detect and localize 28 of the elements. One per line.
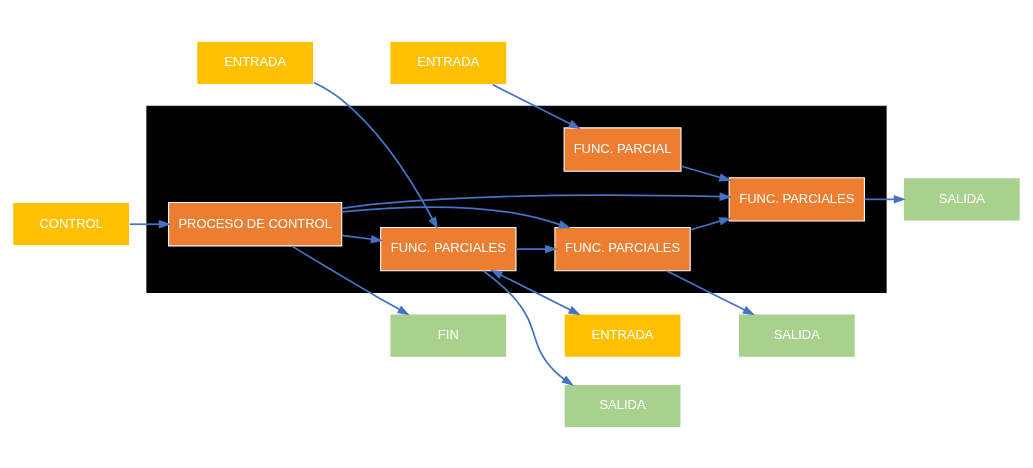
arrow [491, 83, 581, 129]
node-box: SALIDA [737, 313, 856, 358]
node-box: SALIDA [563, 383, 682, 428]
arrow [291, 244, 410, 315]
node-box: FUNC. PARCIALES [728, 176, 865, 221]
arrow [863, 194, 906, 204]
node-box: FIN [389, 313, 508, 358]
arrow [490, 269, 581, 315]
arrow [680, 164, 732, 181]
node-box: FUNC. PARCIALES [554, 226, 691, 271]
arrow [482, 269, 574, 386]
cluster [146, 105, 887, 293]
arrow [313, 81, 438, 229]
node-box: PROCESO DE CONTROL [168, 201, 343, 246]
arrow [128, 219, 171, 228]
arrow [666, 269, 755, 315]
arrow [341, 191, 732, 209]
node-box: CONTROL [12, 201, 131, 246]
node-box: ENTRADA [389, 40, 508, 85]
node-box: ENTRADA [563, 313, 682, 358]
arrow [341, 234, 383, 243]
node-box: FUNC. PARCIAL [563, 126, 682, 172]
arrow [515, 244, 558, 253]
node-box: ENTRADA [196, 40, 315, 85]
node-box: SALIDA [902, 176, 1021, 221]
arrow [689, 216, 732, 231]
arrow [341, 205, 571, 228]
node-box: FUNC. PARCIALES [380, 226, 517, 271]
